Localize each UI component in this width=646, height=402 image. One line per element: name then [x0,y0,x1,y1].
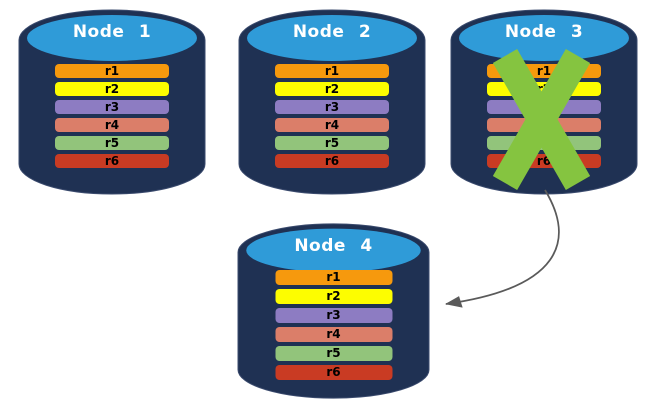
record-r3: r3 [275,308,392,323]
record-r2: r2 [275,289,392,304]
node-title: Node 1 [72,22,152,42]
node-4: Node 4 r1 r2 r3 r4 r5 r6 [237,222,430,400]
record-r5: r5 [275,136,389,150]
node-title: Node 4 [294,236,373,256]
node-3: Node 3 r1 r2 r3 r4 r5 r6 [450,8,638,196]
record-r6: r6 [55,154,169,168]
record-r4: r4 [275,327,392,342]
failover-arrow [445,189,560,308]
record-r1: r1 [275,270,392,285]
record-r1: r1 [55,64,169,78]
node-2: Node 2 r1 r2 r3 r4 r5 r6 [238,8,426,196]
record-r3: r3 [275,100,389,114]
record-r6: r6 [275,365,392,380]
record-r2: r2 [275,82,389,96]
record-r4: r4 [55,118,169,132]
record-r2: r2 [55,82,169,96]
record-r4: r4 [275,118,389,132]
record-r1: r1 [275,64,389,78]
record-r5: r5 [55,136,169,150]
node-title: Node 3 [504,22,584,42]
failure-x-icon [492,49,591,190]
record-stack: r1 r2 r3 r4 r5 r6 [275,64,389,168]
record-r3: r3 [55,100,169,114]
node-title: Node 2 [292,22,372,42]
record-stack: r1 r2 r3 r4 r5 r6 [275,270,392,380]
record-r5: r5 [275,346,392,361]
record-r6: r6 [275,154,389,168]
node-1: Node 1 r1 r2 r3 r4 r5 r6 [18,8,206,196]
record-stack: r1 r2 r3 r4 r5 r6 [55,64,169,168]
